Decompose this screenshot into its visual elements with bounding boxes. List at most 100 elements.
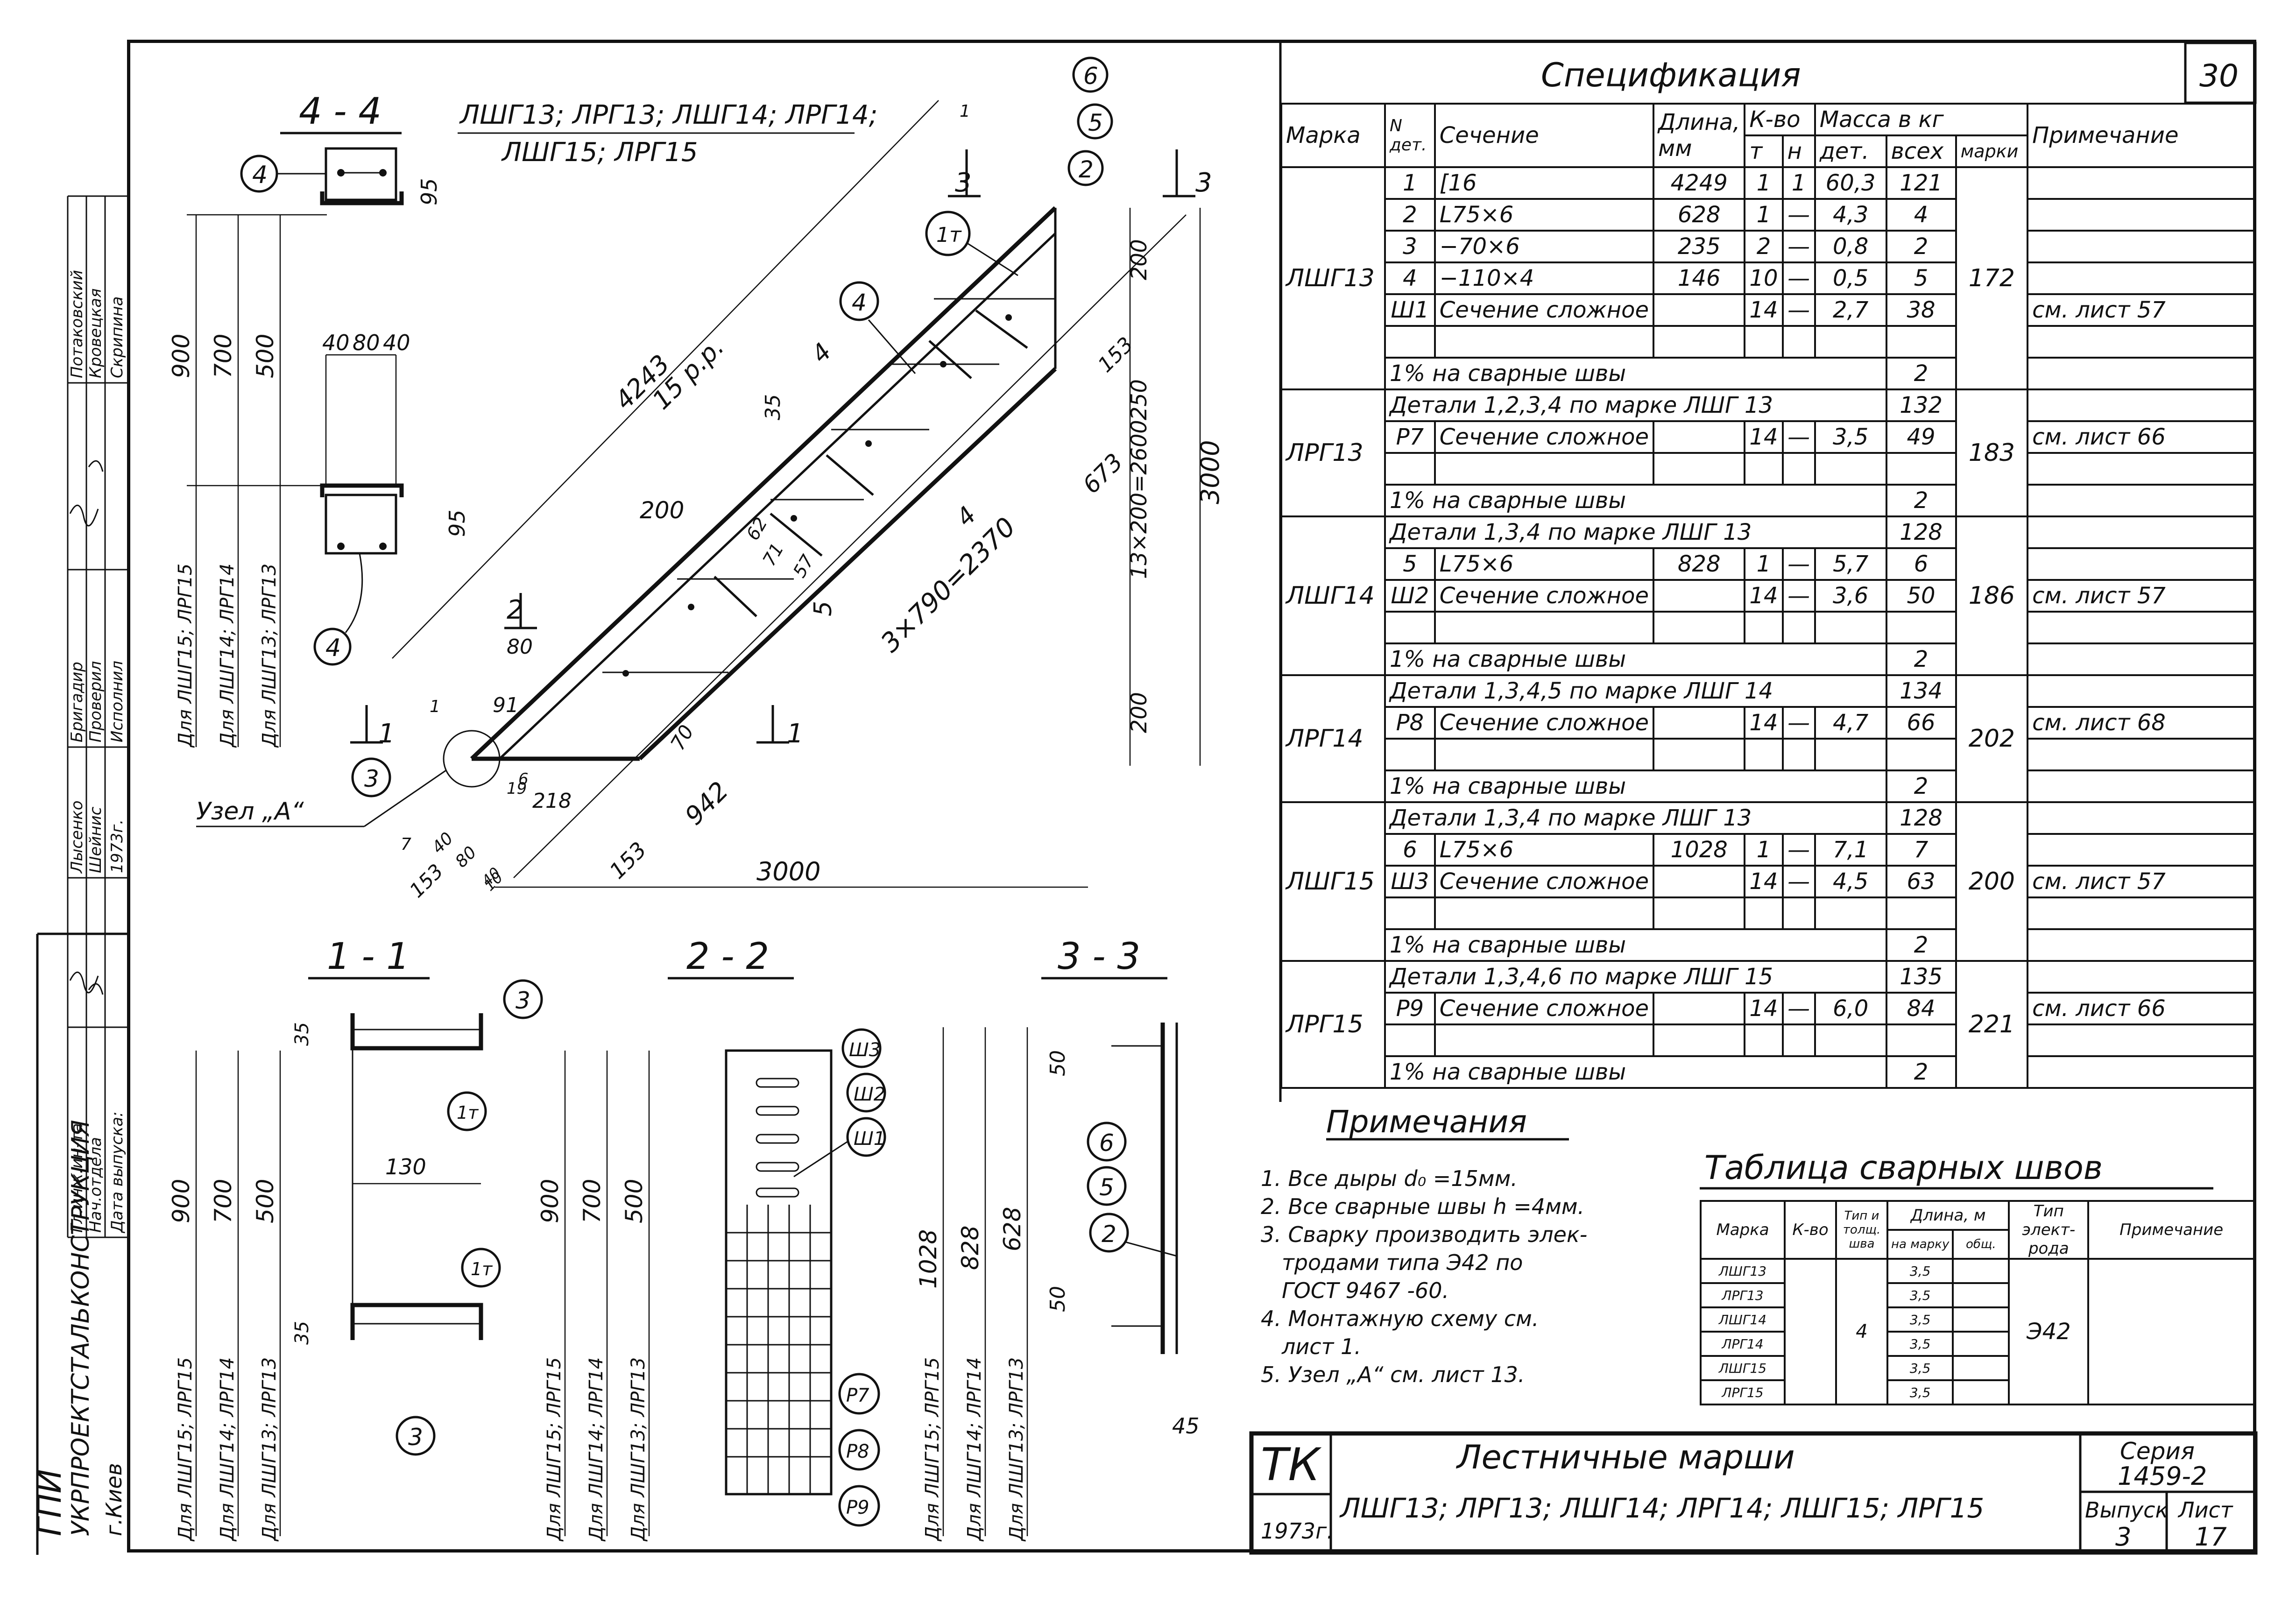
- dim-62: 62: [742, 514, 771, 544]
- spec-cell: —: [1781, 198, 1816, 232]
- spec-cell: [1885, 611, 1957, 644]
- dim-40c: 40: [428, 829, 457, 857]
- dim-70: 70: [666, 721, 698, 754]
- spec-marka: ЛРГ15: [1280, 960, 1386, 1089]
- spec-cell: [1652, 325, 1746, 359]
- name-3: 1973г.: [108, 819, 127, 873]
- note-2: 2. Все сварные швы h =4мм.: [1261, 1194, 1584, 1219]
- spec-note: [2027, 261, 2256, 295]
- spec-span-text: 1% на сварные швы: [1384, 928, 1887, 962]
- for-13a: Для ЛШГ13; ЛРГ13: [259, 564, 280, 748]
- dim-95b: 95: [445, 509, 470, 537]
- dim-900: 900: [168, 334, 195, 378]
- spec-cell: −70×6: [1434, 230, 1654, 263]
- marker-6b: 6: [1099, 1129, 1114, 1157]
- spec-cell: [1885, 738, 1957, 771]
- stamp-tk: ТК: [1261, 1439, 1322, 1491]
- spec-marka: ЛШГ15: [1280, 801, 1386, 962]
- spec-cell: 0,5: [1814, 261, 1887, 295]
- spec-cell: Ш1: [1384, 293, 1436, 327]
- spec-cell: 128: [1885, 515, 1957, 549]
- dim-6: 6: [518, 770, 529, 789]
- weld-marka: ЛШГ13: [1700, 1258, 1786, 1284]
- spec-cell: 0,8: [1814, 230, 1887, 263]
- dim-7: 7: [401, 835, 411, 854]
- for-15a: Для ЛШГ15; ЛРГ15: [175, 564, 196, 748]
- spec-cell: 2: [1744, 230, 1784, 263]
- weld-total: [1952, 1258, 2010, 1284]
- role-1: Гл.инж.ин-та: [68, 1123, 86, 1233]
- marker-sh3: Ш3: [849, 1039, 881, 1061]
- for-13b: Для ЛШГ13; ЛРГ13: [259, 1357, 280, 1542]
- marker-3b: 3: [516, 987, 530, 1014]
- spec-cell: [1652, 579, 1746, 613]
- spec-h-ndet: N дет.: [1384, 103, 1436, 168]
- role-6: Исполнил: [108, 661, 127, 742]
- weld-table: Марка К-во Тип и толщ. шва Длина, м Тип …: [1700, 1200, 2255, 1405]
- marker-6: 6: [1083, 63, 1098, 90]
- dim-250: 250: [1126, 379, 1152, 420]
- spec-cell: Ш2: [1384, 579, 1436, 613]
- weld-total: [1952, 1282, 2010, 1308]
- view-4-4-title: 4 - 4: [299, 91, 381, 133]
- dim-200c: 200: [640, 497, 684, 524]
- note-1: 1. Все дыры d₀ =15мм.: [1261, 1166, 1518, 1191]
- spec-cell: L75×6: [1434, 833, 1654, 867]
- main-title-2: ЛШГ15; ЛРГ15: [501, 137, 698, 168]
- spec-cell: 4: [1885, 198, 1957, 232]
- dim-3000v: 3000: [1195, 440, 1225, 504]
- spec-cell: [1434, 611, 1654, 644]
- view-1-1-title: 1 - 1: [327, 936, 410, 978]
- marker-2: 2: [1079, 156, 1094, 183]
- spec-cell: [1434, 896, 1654, 930]
- spec-note: [2027, 1023, 2256, 1057]
- weld-total: [1952, 1355, 2010, 1381]
- stamp-seriya-label: Серия: [2120, 1438, 2195, 1465]
- spec-cell: 135: [1885, 960, 1957, 994]
- spec-cell: [1781, 611, 1816, 644]
- spec-cell: [1652, 452, 1746, 486]
- weld-marka: ЛШГ14: [1700, 1306, 1786, 1333]
- section-3-3: 3 - 3 6 5 2 50 50 45 1028 828 628 Для ЛШ…: [915, 936, 1200, 1542]
- spec-cell: 14: [1744, 706, 1784, 740]
- left-strip: ГПИ УКРПРОЕКТСТАЛЬКОНСТРУКЦИЯ г.Киев Гл.…: [30, 195, 127, 1555]
- weld-total: [1952, 1331, 2010, 1357]
- weld-h-obsh: общ.: [1952, 1229, 2010, 1260]
- spec-cell: [1781, 452, 1816, 486]
- spec-cell: [1434, 1023, 1654, 1057]
- dim-50b: 50: [1046, 1286, 1070, 1312]
- marker-p7: Р7: [846, 1385, 869, 1406]
- section-4-4: 4 - 4 4 95 95 40 80 40 4: [168, 91, 470, 748]
- spec-cell: Сечение сложное: [1434, 706, 1654, 740]
- weld-marka: ЛРГ15: [1700, 1379, 1786, 1405]
- spec-cell: —: [1781, 579, 1816, 613]
- section-1-1: 1 - 1 130 3 1т 1т 3 35 35 900 700 500: [168, 936, 543, 1542]
- spec-cell: [1434, 738, 1654, 771]
- dim-19: 19: [507, 779, 527, 798]
- signature-4: [88, 460, 104, 472]
- dim-900c: 900: [537, 1179, 564, 1223]
- spec-note: [2027, 198, 2256, 232]
- name-6: Скрипина: [108, 296, 127, 378]
- dim-700b: 700: [210, 1179, 237, 1223]
- spec-cell: —: [1781, 293, 1816, 327]
- for-14c: Для ЛШГ14; ЛРГ14: [586, 1357, 607, 1542]
- spec-cell: [1885, 896, 1957, 930]
- section-2-2: 2 - 2: [537, 936, 886, 1542]
- spec-marka: ЛРГ14: [1280, 674, 1386, 803]
- spec-cell: [1384, 611, 1436, 644]
- spec-cell: [1652, 293, 1746, 327]
- spec-cell: 1: [1744, 198, 1784, 232]
- spec-cell: [1434, 325, 1654, 359]
- spec-span-text: Детали 1,3,4 по марке ЛШГ 13: [1384, 801, 1887, 835]
- spec-row: [1281, 1023, 2256, 1057]
- name-2: Шейнис: [86, 806, 105, 873]
